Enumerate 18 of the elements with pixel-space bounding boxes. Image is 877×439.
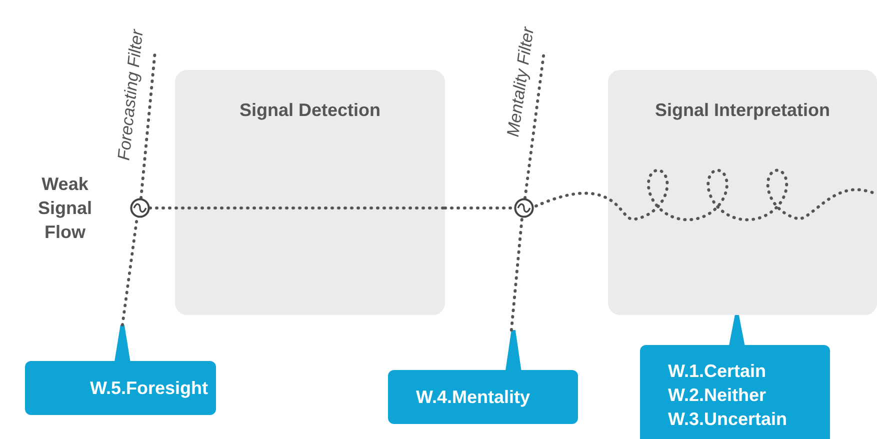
panel-title: Signal Interpretation: [654, 100, 832, 121]
callout-box: [640, 345, 830, 439]
callout-text: W.3.Uncertain: [668, 408, 788, 431]
process-panel: [608, 70, 877, 315]
filter-label: Forecasting Filter: [114, 28, 148, 162]
callout-box: [388, 370, 578, 424]
process-panel: [175, 70, 445, 315]
panel-title: Signal Detection: [238, 100, 382, 121]
callout-text: W.4.Mentality: [416, 386, 532, 409]
flow-label: Weak Signal Flow: [36, 173, 93, 244]
signal-path: [140, 50, 156, 200]
callout-box: [25, 361, 216, 415]
signal-path: [148, 206, 446, 210]
filter-label: Mentality Filter: [503, 26, 539, 138]
callout-text: W.1.Certain: [668, 360, 768, 383]
callout-text: W.5.Foresight: [90, 377, 210, 400]
callout-text: W.2.Neither: [668, 384, 768, 407]
callout-pointer: [505, 216, 524, 371]
